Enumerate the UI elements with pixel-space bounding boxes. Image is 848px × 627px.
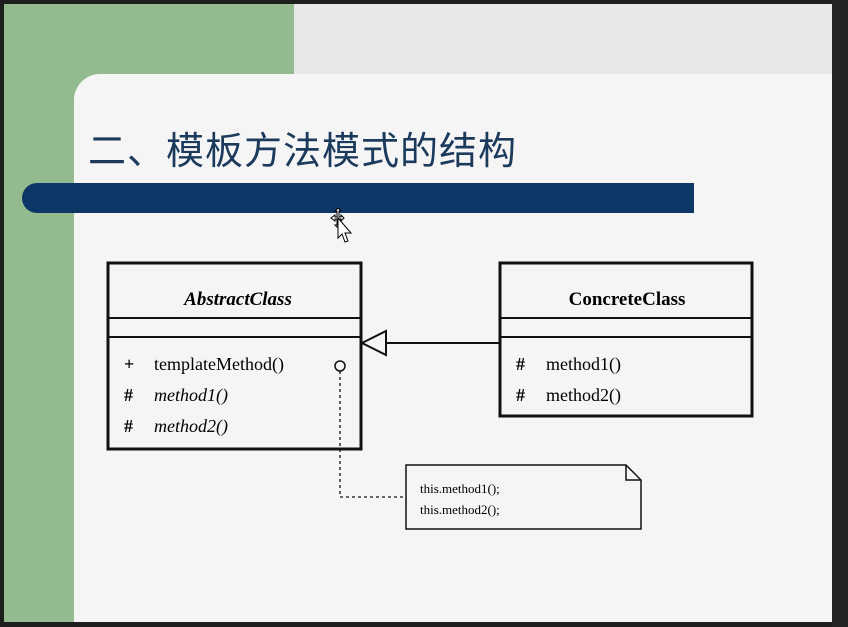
abstract-class-name: AbstractClass bbox=[183, 289, 292, 310]
inheritance-arrow bbox=[359, 329, 500, 357]
concrete-member-visibility: # bbox=[516, 385, 525, 405]
concrete-member-visibility: # bbox=[516, 354, 525, 374]
note-line: this.method1(); bbox=[420, 481, 500, 496]
note-box: this.method1(); this.method2(); bbox=[405, 464, 642, 530]
concrete-member-name: method2() bbox=[546, 385, 621, 406]
abstract-member-name: method1() bbox=[154, 385, 228, 406]
abstract-member-visibility: # bbox=[124, 385, 133, 405]
move-cursor-icon bbox=[330, 208, 353, 243]
abstract-member-visibility: + bbox=[124, 354, 134, 374]
abstract-class-box: AbstractClass + templateMethod() # metho… bbox=[106, 261, 363, 451]
abstract-member-name: method2() bbox=[154, 416, 228, 437]
concrete-member-name: method1() bbox=[546, 354, 621, 375]
window-edge bbox=[832, 0, 848, 627]
note-line: this.method2(); bbox=[420, 502, 500, 517]
slide-title: 二、模板方法模式的结构 bbox=[88, 129, 518, 173]
concrete-class-box: ConcreteClass # method1() # method2() bbox=[498, 261, 754, 418]
title-underline-bar bbox=[22, 183, 694, 213]
note-connector bbox=[334, 360, 406, 498]
concrete-class-name: ConcreteClass bbox=[569, 289, 686, 310]
abstract-member-visibility: # bbox=[124, 416, 133, 436]
abstract-member-name: templateMethod() bbox=[154, 354, 284, 375]
